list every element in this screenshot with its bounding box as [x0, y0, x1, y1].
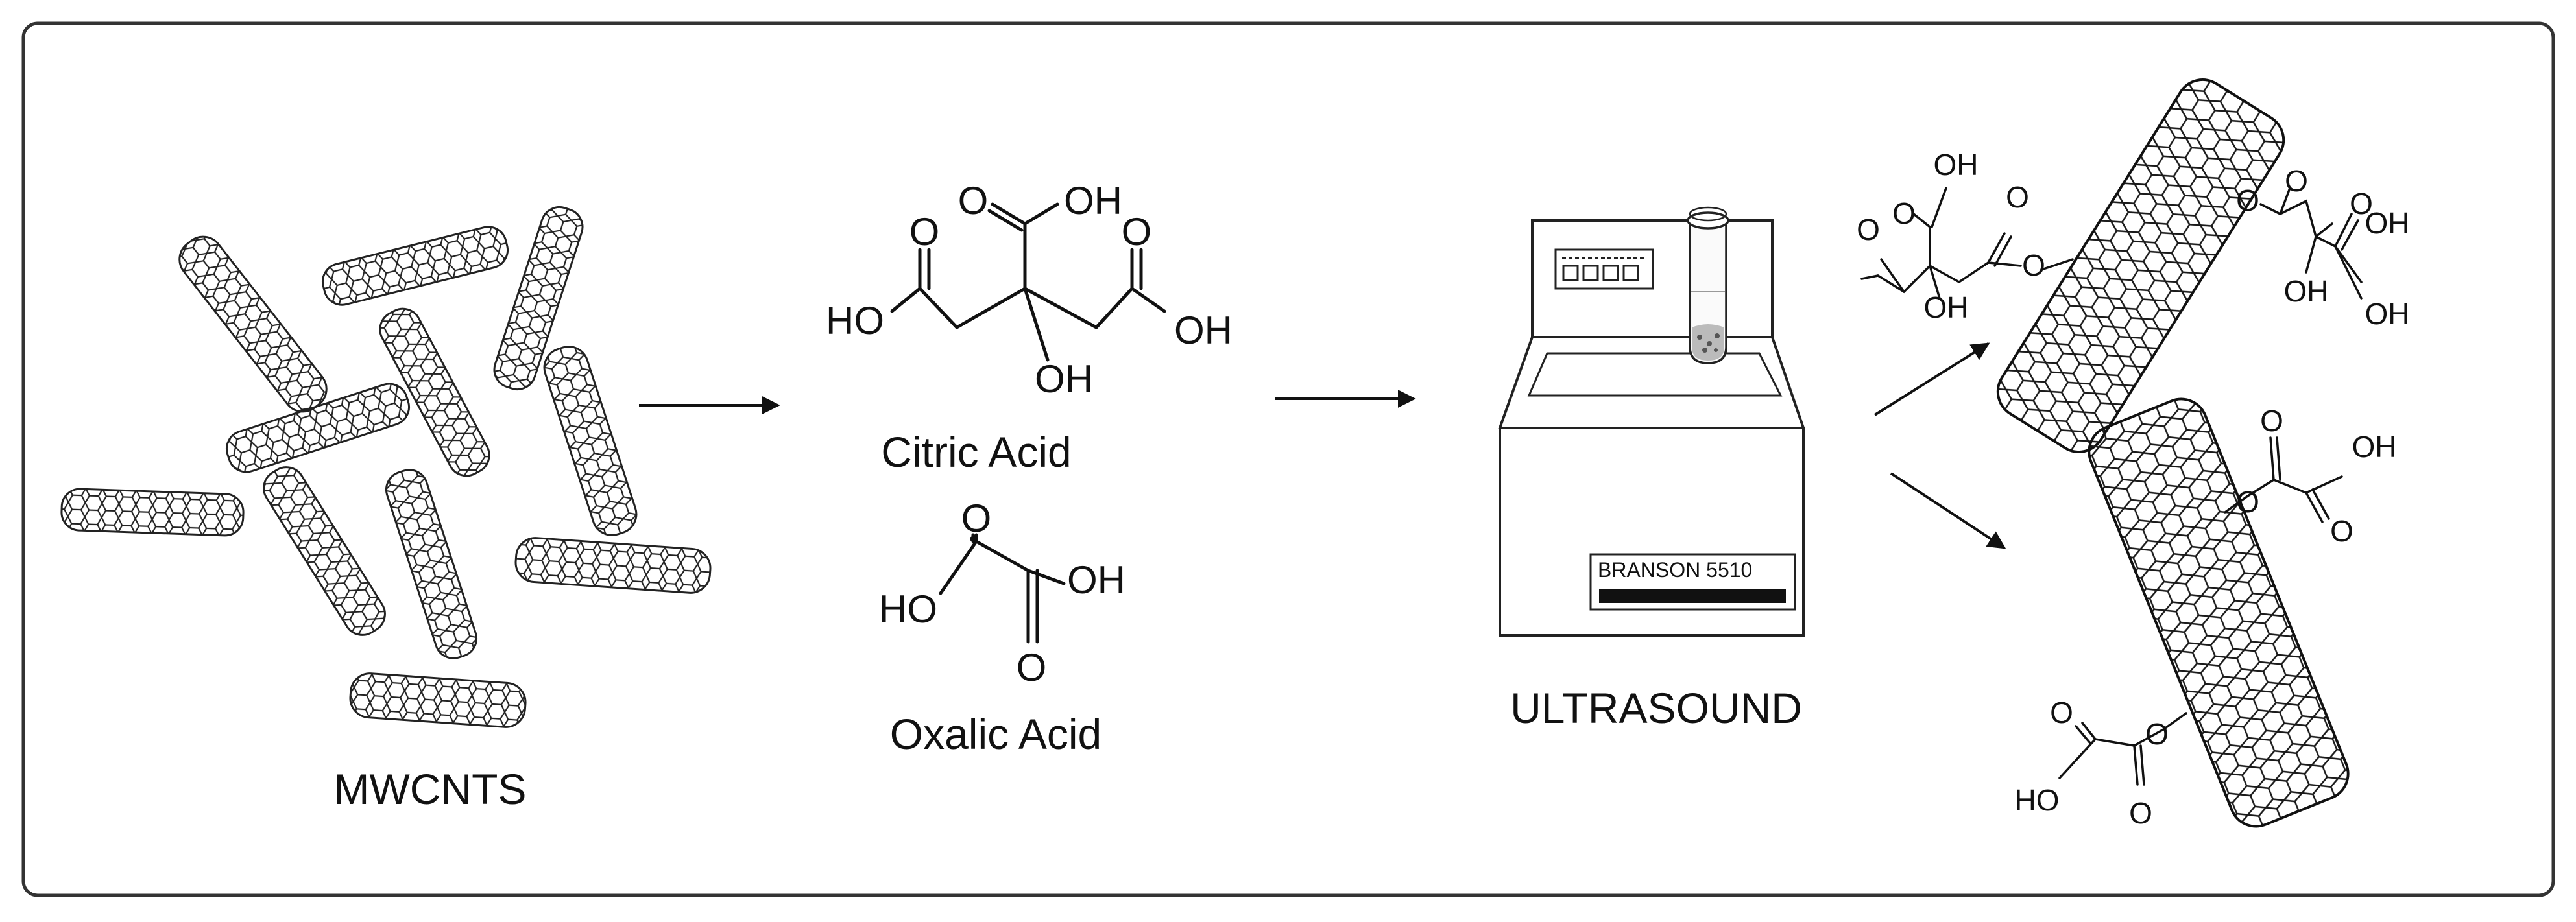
citric-top-oh: OH — [1064, 179, 1122, 222]
oxalic-ho: HO — [879, 587, 937, 631]
p1-right-o2: O — [2350, 187, 2373, 220]
p1-left-o1: O — [1892, 196, 1916, 230]
nanotube-11 — [349, 672, 527, 728]
oxalic-oh: OH — [1067, 558, 1125, 602]
p2-lower-o2: O — [2129, 796, 2152, 830]
p1-left-oh2: OH — [1924, 290, 1969, 324]
citric-functionalized-nanotube: OH O O O OH OH O O O O OH OH OH — [1857, 78, 2410, 453]
arrow-ultrasound-to-citric-product — [1873, 342, 1990, 416]
ultrasound-label: ULTRASOUND — [1510, 684, 1802, 732]
nanotube-4 — [379, 307, 490, 477]
p1-left-link-o: O — [2022, 248, 2045, 282]
oxalic-top-o: O — [961, 497, 992, 540]
citric-center-oh: OH — [1035, 357, 1093, 401]
oxalic-functionalized-nanotube: O OH O O O O HO O — [2015, 397, 2397, 830]
p1-right-oh3: OH — [2365, 297, 2410, 331]
mwcnts-label: MWCNTS — [334, 765, 527, 813]
citric-left-o: O — [909, 210, 940, 254]
ultrasound-device: BRANSON 5510 — [1498, 206, 1805, 637]
citric-acid-label: Citric Acid — [881, 428, 1071, 476]
test-tube — [1687, 206, 1729, 364]
citric-left-ho: HO — [826, 299, 884, 342]
oxalic-acid-label: Oxalic Acid — [890, 710, 1101, 758]
p1-right-oh1: OH — [2365, 206, 2410, 240]
nanotube-7 — [60, 488, 245, 537]
p2-upper-o1: O — [2260, 404, 2283, 438]
p1-right-o1: O — [2285, 164, 2308, 198]
nanotube-9 — [385, 469, 478, 659]
p1-right-link-o: O — [2236, 183, 2259, 217]
arrow-ultrasound-to-oxalic-product — [1890, 472, 2006, 549]
p1-left-oh: OH — [1934, 148, 1979, 182]
p2-upper-o2: O — [2330, 514, 2353, 548]
nanotube-6 — [543, 346, 638, 536]
frame-border — [21, 21, 2555, 897]
nanotube-8 — [263, 466, 386, 636]
nanotube-10 — [514, 537, 712, 594]
nanotube-2 — [322, 226, 509, 306]
oxalic-acid-structure: O HO OH O — [879, 497, 1125, 689]
p2-upper-oh: OH — [2352, 430, 2397, 464]
device-label-text: BRANSON 5510 — [1598, 558, 1752, 582]
citric-right-oh: OH — [1174, 309, 1233, 352]
citric-right-o: O — [1122, 210, 1152, 254]
p2-upper-link-o: O — [2236, 485, 2259, 519]
p2-lower-o1: O — [2050, 696, 2073, 729]
p1-left-o2: O — [2006, 180, 2029, 214]
oxalic-bottom-o: O — [1017, 646, 1047, 689]
p1-right-oh2: OH — [2284, 274, 2329, 308]
nanotube-5 — [225, 383, 411, 473]
p1-left-o3: O — [1857, 213, 1880, 246]
p2-lower-ho: HO — [2015, 783, 2060, 817]
citric-acid-structure: O OH O HO O OH OH — [826, 179, 1233, 401]
mwcnt-cluster — [60, 206, 712, 728]
p2-lower-link-o: O — [2145, 717, 2169, 751]
citric-top-o: O — [958, 179, 989, 222]
nanotube-3 — [493, 206, 584, 391]
